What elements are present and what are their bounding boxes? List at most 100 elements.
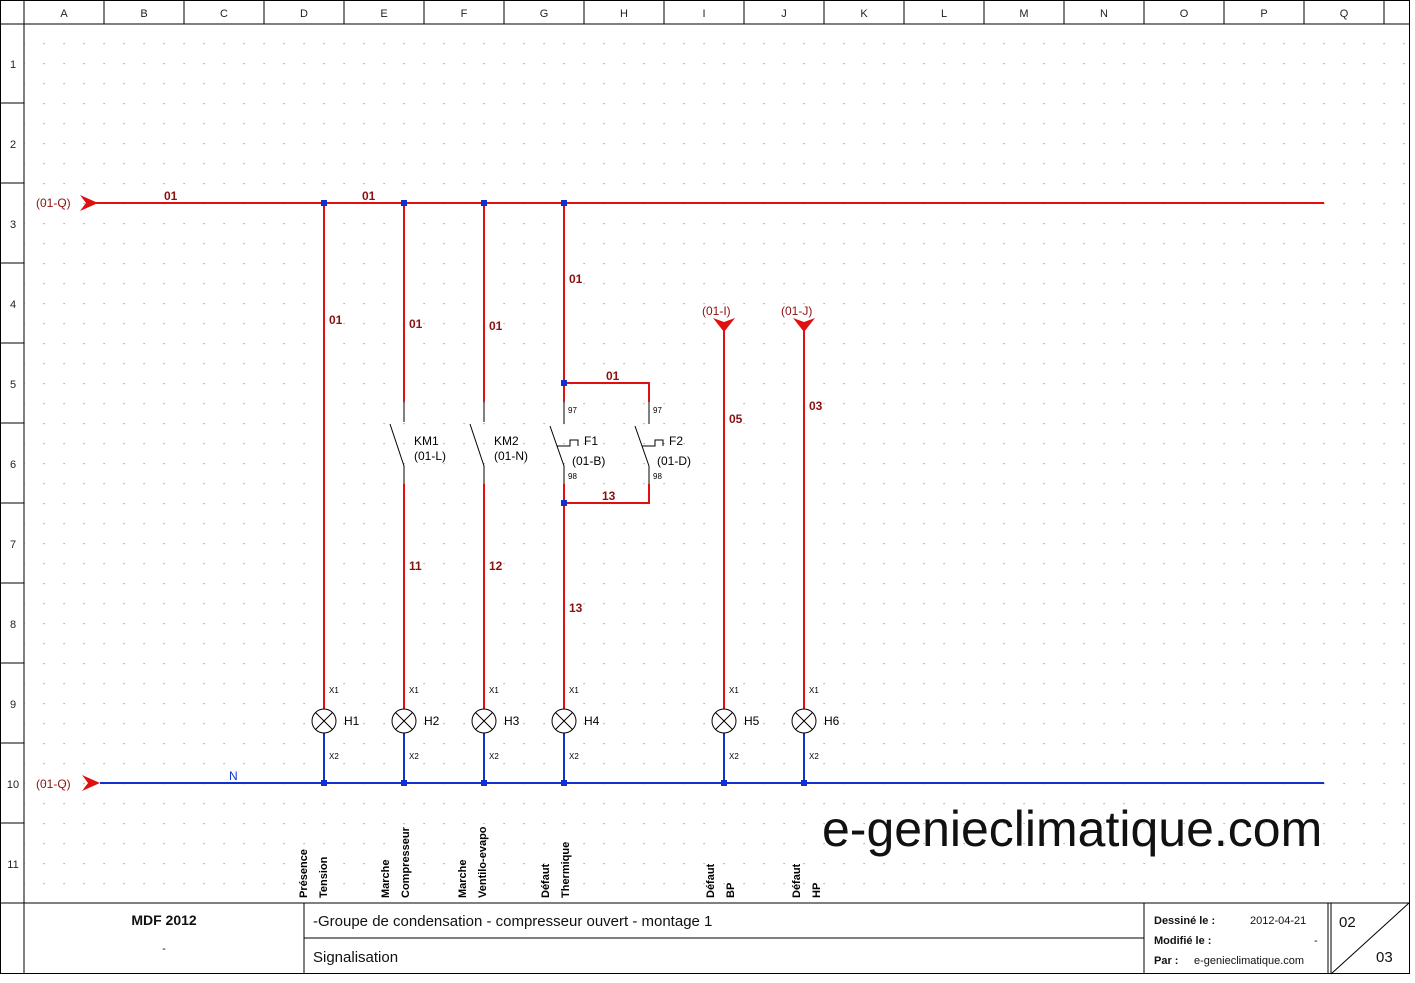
pin-label: X1 — [329, 686, 339, 695]
junction-dot — [321, 780, 327, 786]
wire-number: 05 — [729, 412, 743, 426]
pin-label: X1 — [569, 686, 579, 695]
f1-ref: (01-B) — [572, 454, 605, 468]
lamp-label: H2 — [424, 714, 440, 728]
function-label: BP — [725, 883, 737, 898]
arrow-down-icon — [793, 318, 815, 332]
modified-date: - — [1314, 935, 1318, 947]
drawing-subtitle: Signalisation — [313, 949, 398, 966]
km1-ref: (01-L) — [414, 449, 446, 463]
junction-dot — [561, 780, 567, 786]
pin-label: X2 — [329, 752, 339, 761]
pin-label: X2 — [409, 752, 419, 761]
row-label: 8 — [10, 619, 16, 631]
wire-number: 01 — [329, 313, 343, 327]
row-label: 4 — [10, 299, 16, 311]
function-label: Défaut — [540, 863, 552, 898]
column-ruler — [103, 0, 1385, 24]
junction-dot — [721, 780, 727, 786]
lamp-label: H4 — [584, 714, 600, 728]
feed-h6-ref: (01-J) — [781, 304, 812, 318]
col-label: J — [781, 8, 787, 20]
km2-contact — [469, 402, 485, 484]
f2-label: F2 — [669, 434, 683, 448]
pin-label: X2 — [569, 752, 579, 761]
lamp-label: H3 — [504, 714, 520, 728]
pin-label: X1 — [809, 686, 819, 695]
function-labels: Présence Tension Marche Compresseur Marc… — [298, 826, 823, 898]
km1-label: KM1 — [414, 434, 439, 448]
column-labels: A B C D E F G H I J K L M N O P Q — [60, 8, 1348, 20]
f1-contact — [549, 402, 579, 484]
wire-f-bottom — [564, 484, 650, 504]
wire-numbers: 01 01 01 01 01 01 01 13 11 12 13 05 03 N — [164, 189, 823, 783]
col-label: F — [461, 8, 468, 20]
row-label: 6 — [10, 459, 16, 471]
neutral-input-ref: (01-Q) — [36, 777, 71, 791]
function-label: Tension — [318, 856, 330, 898]
arrow-right-icon — [80, 195, 98, 211]
pin-label: 97 — [568, 406, 577, 415]
wire-number: 01 — [409, 317, 423, 331]
junction-dot — [481, 200, 487, 206]
col-label: G — [540, 8, 549, 20]
wire-number: 11 — [409, 559, 422, 573]
function-label: Défaut — [791, 863, 803, 898]
pin-label: X1 — [409, 686, 419, 695]
col-label: H — [620, 8, 628, 20]
wire-number: 01 — [569, 272, 583, 286]
row-label: 2 — [10, 139, 16, 151]
neutral-input-arrow: (01-Q) — [36, 775, 100, 791]
row-label: 1 — [10, 59, 16, 71]
function-label: HP — [811, 883, 823, 898]
drawn-date: 2012-04-21 — [1250, 915, 1306, 927]
sheet-total: 03 — [1376, 949, 1393, 966]
wire-number: 01 — [362, 189, 376, 203]
row-label: 5 — [10, 379, 16, 391]
title-block: MDF 2012 - -Groupe de condensation - com… — [0, 902, 1410, 975]
arrow-down-icon — [713, 318, 735, 332]
pin-label: X2 — [809, 752, 819, 761]
arrow-right-icon — [82, 775, 100, 791]
lamp-h5: H5 X1 X2 — [711, 686, 760, 761]
col-label: B — [140, 8, 147, 20]
wire-number: 01 — [164, 189, 178, 203]
lamps: H1 X1 X2 H2 X1 X2 H3 X1 X2 H4 X1 X2 — [311, 686, 840, 761]
col-label: O — [1180, 8, 1189, 20]
wire-number: 03 — [809, 399, 823, 413]
pin-label: X2 — [729, 752, 739, 761]
wire-number: 13 — [602, 489, 616, 503]
junction-dot — [561, 200, 567, 206]
lamp-h6: H6 X1 X2 — [791, 686, 840, 761]
function-label: Thermique — [560, 842, 572, 898]
pin-label: 98 — [568, 472, 577, 481]
lamp-h4: H4 X1 X2 — [551, 686, 600, 761]
row-label: 7 — [10, 539, 16, 551]
feed-h5: (01-I) — [702, 304, 735, 332]
function-label: Marche — [457, 859, 469, 898]
junction-dot — [401, 780, 407, 786]
km2-ref: (01-N) — [494, 449, 528, 463]
drawn-label: Dessiné le : — [1154, 915, 1215, 927]
grid-dots — [24, 24, 1409, 902]
col-label: K — [860, 8, 868, 20]
brand-watermark: e-genieclimatique.com — [822, 801, 1322, 857]
function-label: Défaut — [705, 863, 717, 898]
project-name: MDF 2012 — [131, 912, 197, 928]
author-label: Par : — [1154, 955, 1178, 967]
pin-label: X1 — [729, 686, 739, 695]
f2-contact — [634, 402, 664, 484]
junction-dot — [481, 780, 487, 786]
phase-wiring — [86, 202, 1324, 709]
f2-ref: (01-D) — [657, 454, 691, 468]
sheet-number: 02 — [1339, 914, 1356, 931]
row-label: 10 — [7, 779, 19, 791]
km1-contact — [389, 402, 405, 484]
junction-dot — [561, 380, 567, 386]
wire-number: 13 — [569, 601, 583, 615]
junction-dot — [801, 780, 807, 786]
col-label: P — [1260, 8, 1267, 20]
wire-number: 01 — [489, 319, 503, 333]
